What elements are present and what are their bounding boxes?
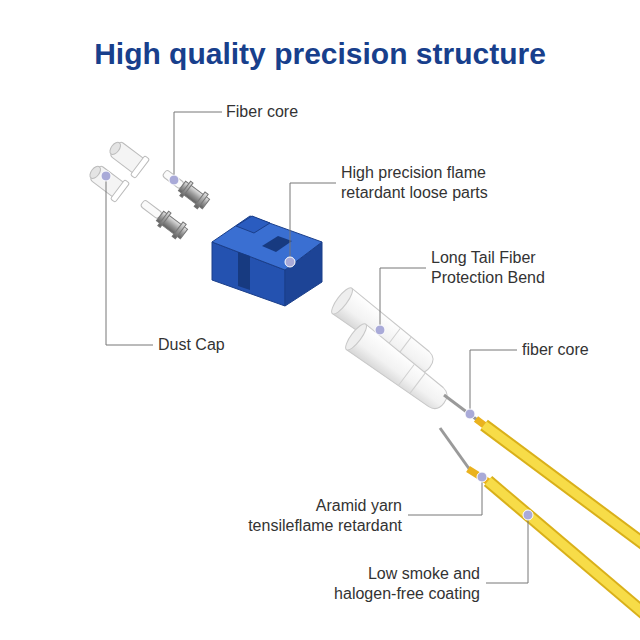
leader-line [290, 183, 336, 262]
dust-cap [85, 160, 130, 202]
leader-line [106, 176, 153, 345]
boot-ring [410, 373, 426, 394]
metal-ridge [180, 181, 193, 197]
housing-slot [238, 252, 250, 290]
ceramic-ferrule [140, 200, 162, 220]
boot-opening [328, 285, 355, 317]
leader-dot [169, 175, 179, 185]
leader-lines [106, 112, 528, 583]
metal-body [178, 181, 209, 209]
cap-flange [130, 156, 149, 179]
metal-ridge [194, 192, 208, 209]
cap-opening [88, 164, 103, 180]
cable-jacket [488, 481, 640, 627]
diagram-title: High quality precision structure [0, 36, 640, 72]
boot-ring [399, 364, 415, 385]
leader-line [380, 268, 426, 330]
leader-dot [465, 409, 475, 419]
part-label: Dust Cap [158, 335, 268, 355]
leader-dot [101, 171, 111, 181]
leader-dot [375, 325, 385, 335]
boot [342, 321, 453, 416]
latch-slot [262, 236, 292, 252]
part-label: Fiber core [226, 102, 356, 122]
cable-jacket [488, 481, 640, 627]
leader-line [174, 112, 222, 180]
leader-dot [477, 472, 487, 482]
metal-body [156, 211, 187, 239]
boot-body [346, 324, 453, 416]
leader-line [408, 477, 482, 515]
ceramic-ferrule [162, 170, 184, 190]
part-label: Aramid yarn tensileflame retardant [236, 496, 402, 536]
fiber-core [444, 395, 480, 422]
part-label: Low smoke and halogen-free coating [316, 564, 480, 604]
leader-line [486, 515, 528, 583]
cap-opening [108, 140, 123, 156]
ferrule [137, 196, 189, 242]
fiber-core [440, 428, 470, 470]
leader-dot [523, 510, 533, 520]
part-label: Long Tail Fiber Protection Bend [431, 248, 563, 288]
metal-ridge [172, 222, 186, 239]
latch [236, 216, 270, 233]
metal-ridge [158, 211, 171, 227]
leader-dots [101, 171, 533, 520]
ferrule [159, 166, 211, 212]
boot-opening [342, 321, 369, 353]
lc-housing [212, 216, 322, 306]
part-label: High precision flame retardant loose par… [341, 163, 536, 203]
housing-top [212, 216, 322, 270]
leader-line [470, 350, 517, 414]
dust-cap [105, 136, 150, 178]
leader-dot [285, 257, 295, 267]
part-label: fiber core [522, 340, 634, 360]
cap-flange [110, 180, 129, 203]
